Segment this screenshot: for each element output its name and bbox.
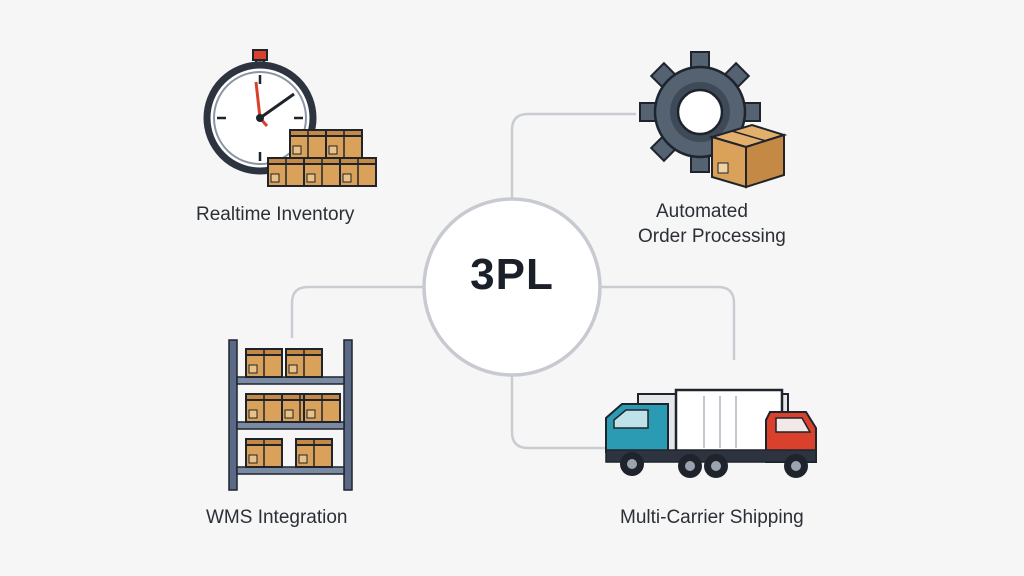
wms-label: WMS Integration — [206, 507, 348, 528]
connector-order — [510, 112, 636, 200]
inventory-label: Realtime Inventory — [196, 204, 355, 225]
hub-label: 3PL — [470, 250, 554, 299]
warehouse-shelf-icon — [228, 339, 353, 491]
hub-circle — [422, 197, 602, 377]
connector-wms — [290, 285, 424, 338]
gear-with-box-icon — [639, 51, 788, 189]
connector-shipping-right — [600, 285, 736, 360]
order-label-line2: Order Processing — [638, 226, 786, 247]
connector-shipping-left — [510, 374, 606, 450]
connectors — [290, 112, 736, 450]
order-label-line1: Automated — [656, 201, 748, 222]
stopwatch-with-boxes-icon — [203, 49, 377, 187]
trucks-icon — [605, 388, 817, 478]
shipping-label: Multi-Carrier Shipping — [620, 507, 804, 528]
